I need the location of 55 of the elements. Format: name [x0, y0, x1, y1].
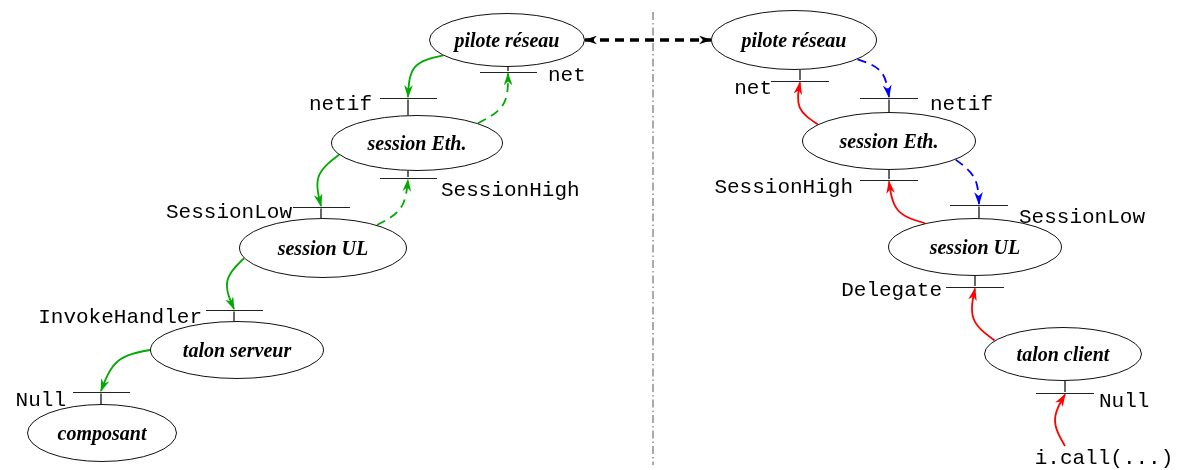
interface-name: net: [734, 77, 772, 99]
connector-line: [507, 66, 509, 72]
connector-line: [407, 98, 409, 116]
component-ellipse: [239, 218, 407, 278]
arrow: [313, 153, 340, 208]
interface-name: SessionLow: [1019, 206, 1146, 228]
interface-name: Null: [1099, 390, 1150, 412]
interface-name: netif: [309, 93, 372, 115]
arrow: [886, 180, 926, 225]
component-name: session UL: [928, 235, 1022, 259]
interface-name: InvokeHandler: [38, 306, 202, 328]
arrow: [225, 257, 245, 310]
arrow: [856, 58, 892, 99]
component-ellipse: [802, 112, 976, 170]
component-name: session UL: [276, 236, 370, 260]
connector-line: [799, 69, 801, 81]
component-ellipse: [331, 115, 503, 171]
interface-name: netif: [930, 93, 993, 115]
connector-line: [320, 207, 322, 219]
arrow: [954, 158, 983, 206]
arrow: [583, 35, 713, 45]
interface-name: Delegate: [841, 279, 942, 301]
component-name: pilote réseau: [452, 28, 561, 52]
arrow: [793, 81, 819, 126]
connector-line: [100, 392, 102, 405]
component-name: composant: [56, 421, 148, 445]
arrow: [968, 287, 996, 342]
connector-line: [407, 170, 409, 178]
interface-name: SessionHigh: [714, 176, 853, 198]
component-ellipse: [984, 327, 1142, 381]
arrow: [476, 72, 513, 125]
connector-line: [1064, 380, 1066, 393]
connector-line: [233, 310, 235, 322]
connector-line: [974, 275, 976, 287]
component-name: pilote réseau: [739, 28, 848, 52]
arrow: [1054, 393, 1066, 447]
connector-line: [888, 169, 890, 180]
interface-name: SessionLow: [165, 201, 292, 223]
component-name: talon client: [1015, 342, 1111, 366]
connector-line: [978, 205, 980, 219]
arrow: [376, 178, 412, 226]
component-name: talon serveur: [181, 338, 293, 362]
interface-name: SessionHigh: [441, 179, 580, 201]
interface-name: Null: [15, 389, 66, 411]
arrow: [404, 54, 444, 99]
component-ellipse: [27, 404, 177, 462]
component-ellipse: [711, 10, 877, 70]
component-ellipse: [150, 321, 324, 379]
code-text: i.call(...): [1025, 446, 1183, 470]
component-name: session Eth.: [838, 129, 940, 153]
arrow: [100, 349, 151, 392]
component-ellipse: [429, 13, 585, 67]
connector-line: [888, 98, 890, 113]
interface-name: net: [548, 64, 586, 86]
component-name: session Eth.: [366, 131, 468, 155]
